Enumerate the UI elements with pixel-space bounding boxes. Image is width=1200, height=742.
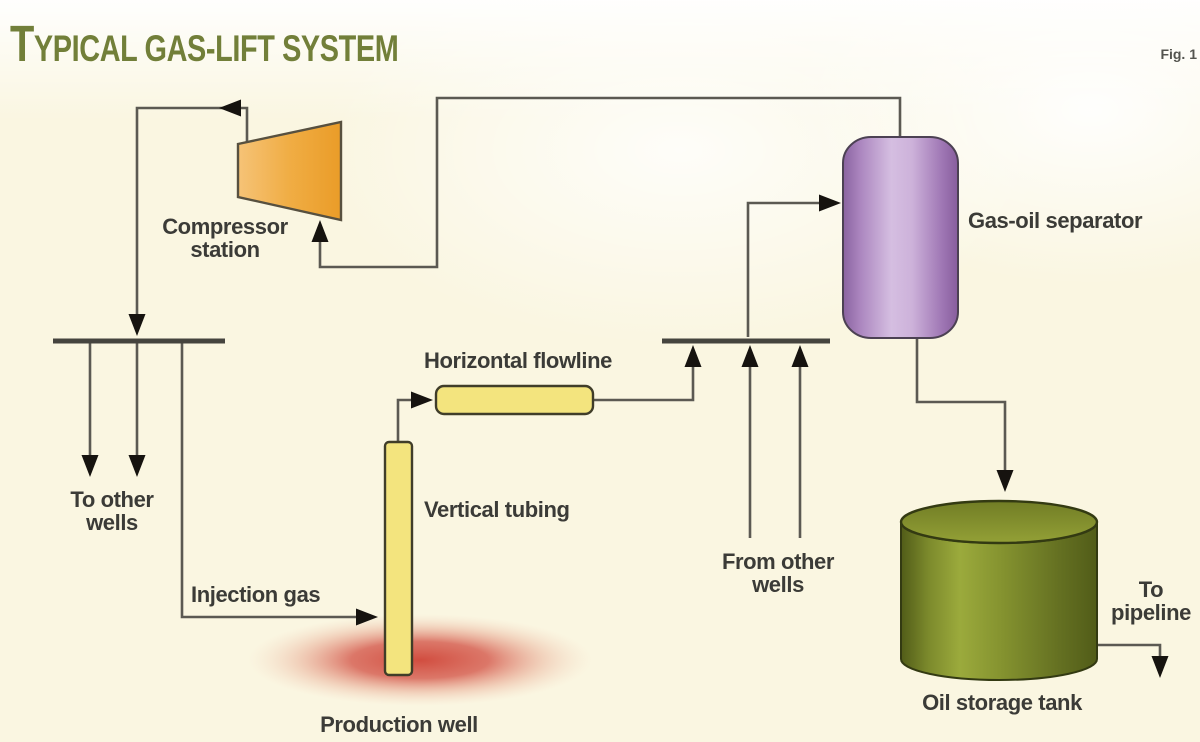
production-tubing-shape — [383, 440, 414, 677]
oil-storage-tank-label: Oil storage tank — [922, 690, 1082, 715]
horizontal-flowline-label: Horizontal flowline — [424, 348, 612, 373]
pipe-flowline-to-gathering-manifold — [593, 365, 695, 402]
arrowhead-gas-to-wellhead — [219, 99, 241, 117]
separator-vessel-shape — [842, 136, 959, 339]
storage-tank-body — [900, 521, 1098, 681]
arrowhead-into-injection-manifold — [128, 314, 146, 336]
page-title: Typical gas-lift system — [10, 15, 399, 72]
pipe-manifold-to-separator — [746, 201, 821, 337]
arrowhead-into-tank — [996, 470, 1014, 492]
pipe-separator-to-compressor — [318, 96, 902, 269]
arrowhead-from-other-well-1 — [741, 345, 759, 367]
arrowhead-flowline-into-manifold — [684, 345, 702, 367]
pipe-injection-gas — [180, 343, 358, 619]
pipe-compressor-to-injection-manifold — [135, 106, 249, 316]
vertical-tubing-label: Vertical tubing — [424, 497, 570, 522]
gas-oil-separator-label: Gas-oil separator — [968, 208, 1143, 233]
pipe-tubing-to-flowline — [396, 398, 413, 444]
flow-arrowheads — [81, 99, 1169, 678]
to-pipeline-label: To pipeline — [1111, 577, 1191, 626]
storage-tank-top — [899, 499, 1099, 545]
from-other-wells-label: From other wells — [721, 549, 835, 598]
horizontal-flowline-shape — [434, 384, 595, 416]
pipe-tank-to-pipeline — [1097, 643, 1162, 658]
pipeline-connectors — [88, 96, 1162, 658]
injection-gas-label: Injection gas — [191, 582, 321, 607]
compressor-shape — [236, 120, 343, 222]
figure-number: Fig. 1 — [1160, 46, 1197, 62]
arrowhead-into-compressor — [311, 220, 329, 242]
production-well-label: Production well — [320, 712, 478, 737]
arrowhead-into-flowline — [411, 391, 433, 409]
to-other-wells-label: To other wells — [70, 487, 154, 536]
pipe-separator-to-tank — [915, 336, 1007, 472]
arrowhead-to-other-well-1 — [81, 455, 99, 477]
arrowhead-injection-into-well — [356, 608, 378, 626]
reservoir-glow — [248, 614, 592, 706]
arrowhead-to-other-well-2 — [128, 455, 146, 477]
arrowhead-to-pipeline — [1151, 656, 1169, 678]
compressor-station-label: Compressor station — [162, 214, 288, 263]
arrowhead-into-separator — [819, 194, 841, 212]
arrowhead-from-other-well-2 — [791, 345, 809, 367]
